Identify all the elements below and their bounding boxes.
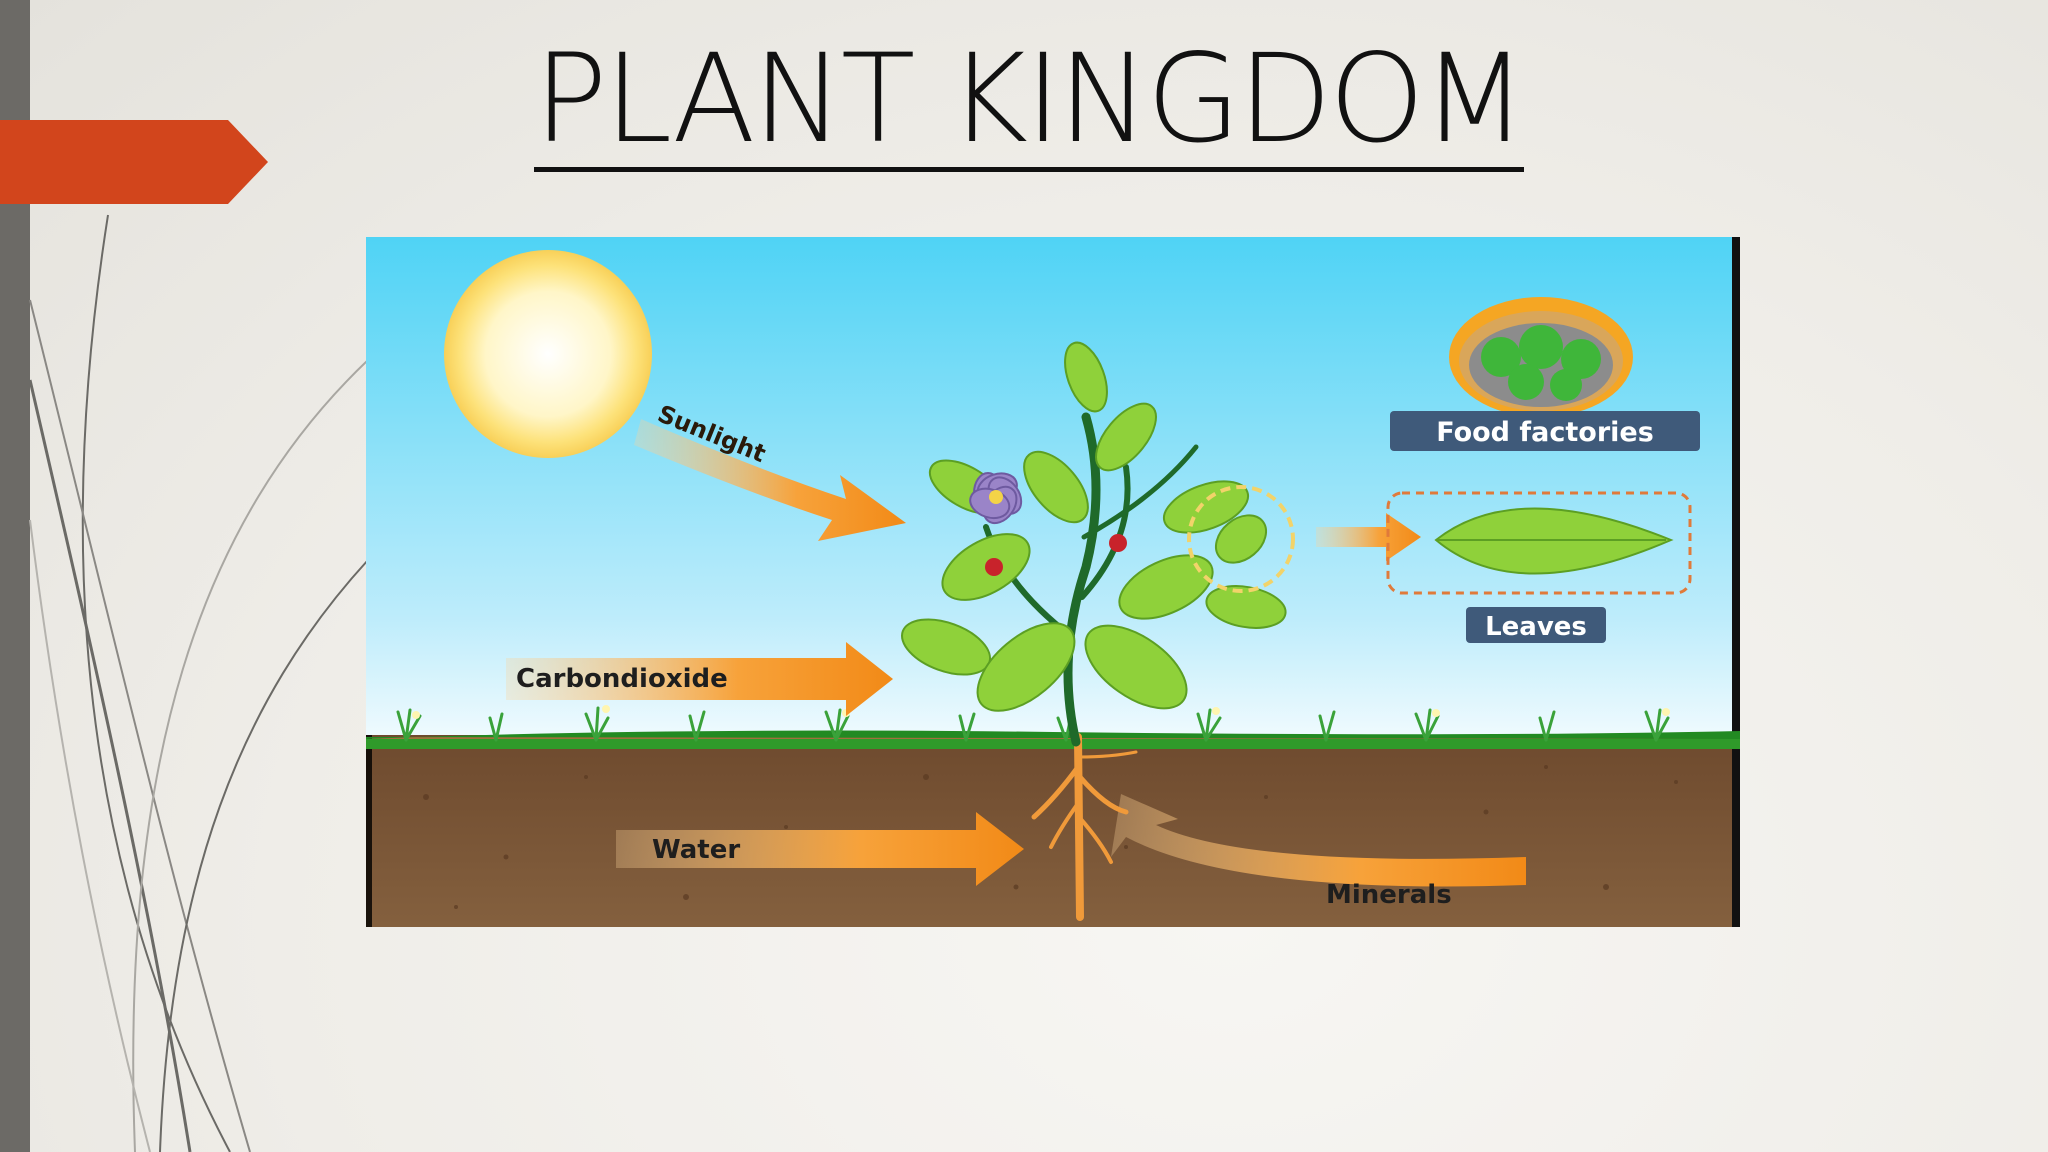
carbondioxide-label: Carbondioxide [516, 664, 728, 694]
leaf-highlight-circle [1187, 485, 1295, 593]
minerals-arrow [1111, 794, 1526, 887]
decorative-curves [28, 214, 369, 1152]
chloroplast [1449, 297, 1633, 417]
roots [1031, 733, 1138, 921]
berry [985, 558, 1003, 576]
carbondioxide-arrow [506, 642, 893, 716]
leaves-callout-arrow [1316, 513, 1421, 561]
grass-strip [366, 739, 1740, 749]
leaves-box [1386, 491, 1692, 595]
sunlight-arrow [634, 419, 906, 541]
photosynthesis-diagram: Sunlight Carbondioxide Water Minerals [366, 237, 1740, 927]
minerals-label: Minerals [1326, 880, 1452, 910]
leaves-label-bg [1466, 607, 1606, 643]
water-arrow [616, 812, 1024, 886]
berry [1109, 534, 1127, 552]
flower [969, 472, 1023, 525]
soil [366, 735, 1740, 927]
page-title: PLANT KINGDOM [0, 28, 2048, 173]
orange-arrow-tab [0, 120, 268, 204]
food-factories-label-bg [1390, 411, 1700, 451]
water-label: Water [652, 835, 740, 865]
leaves-label: Leaves [1485, 612, 1587, 642]
food-factories-label: Food factories [1436, 417, 1654, 448]
sun [444, 250, 652, 458]
